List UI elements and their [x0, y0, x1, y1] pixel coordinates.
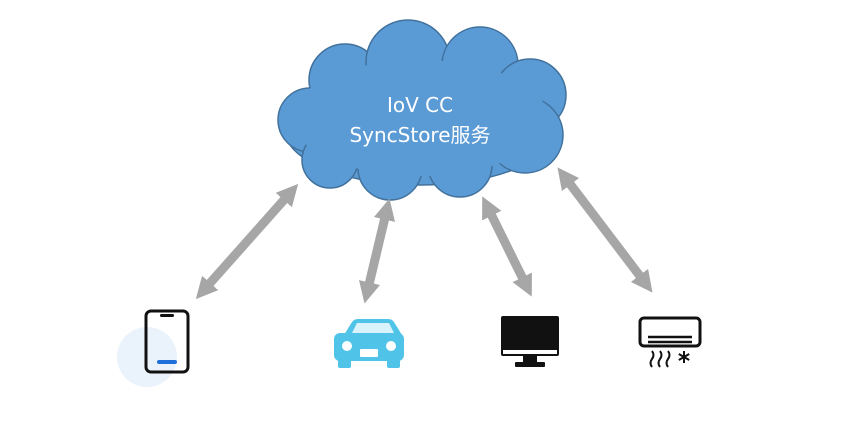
cloud-title-line1: IoV CC [387, 93, 453, 117]
snowflake-icon [678, 351, 690, 363]
arrow-monitor [482, 196, 532, 297]
car-icon [334, 319, 404, 368]
air-conditioner-icon [638, 316, 702, 368]
monitor-icon [501, 316, 559, 367]
arrow-phone [195, 183, 299, 300]
arrow-air-conditioner [557, 167, 653, 293]
cloud-title-line2: SyncStore服务 [349, 123, 490, 147]
smartphone-icon [117, 309, 190, 387]
connection-arrows [195, 167, 653, 304]
cloud: IoV CC SyncStore服务 [277, 19, 567, 201]
arrow-car [358, 198, 396, 304]
